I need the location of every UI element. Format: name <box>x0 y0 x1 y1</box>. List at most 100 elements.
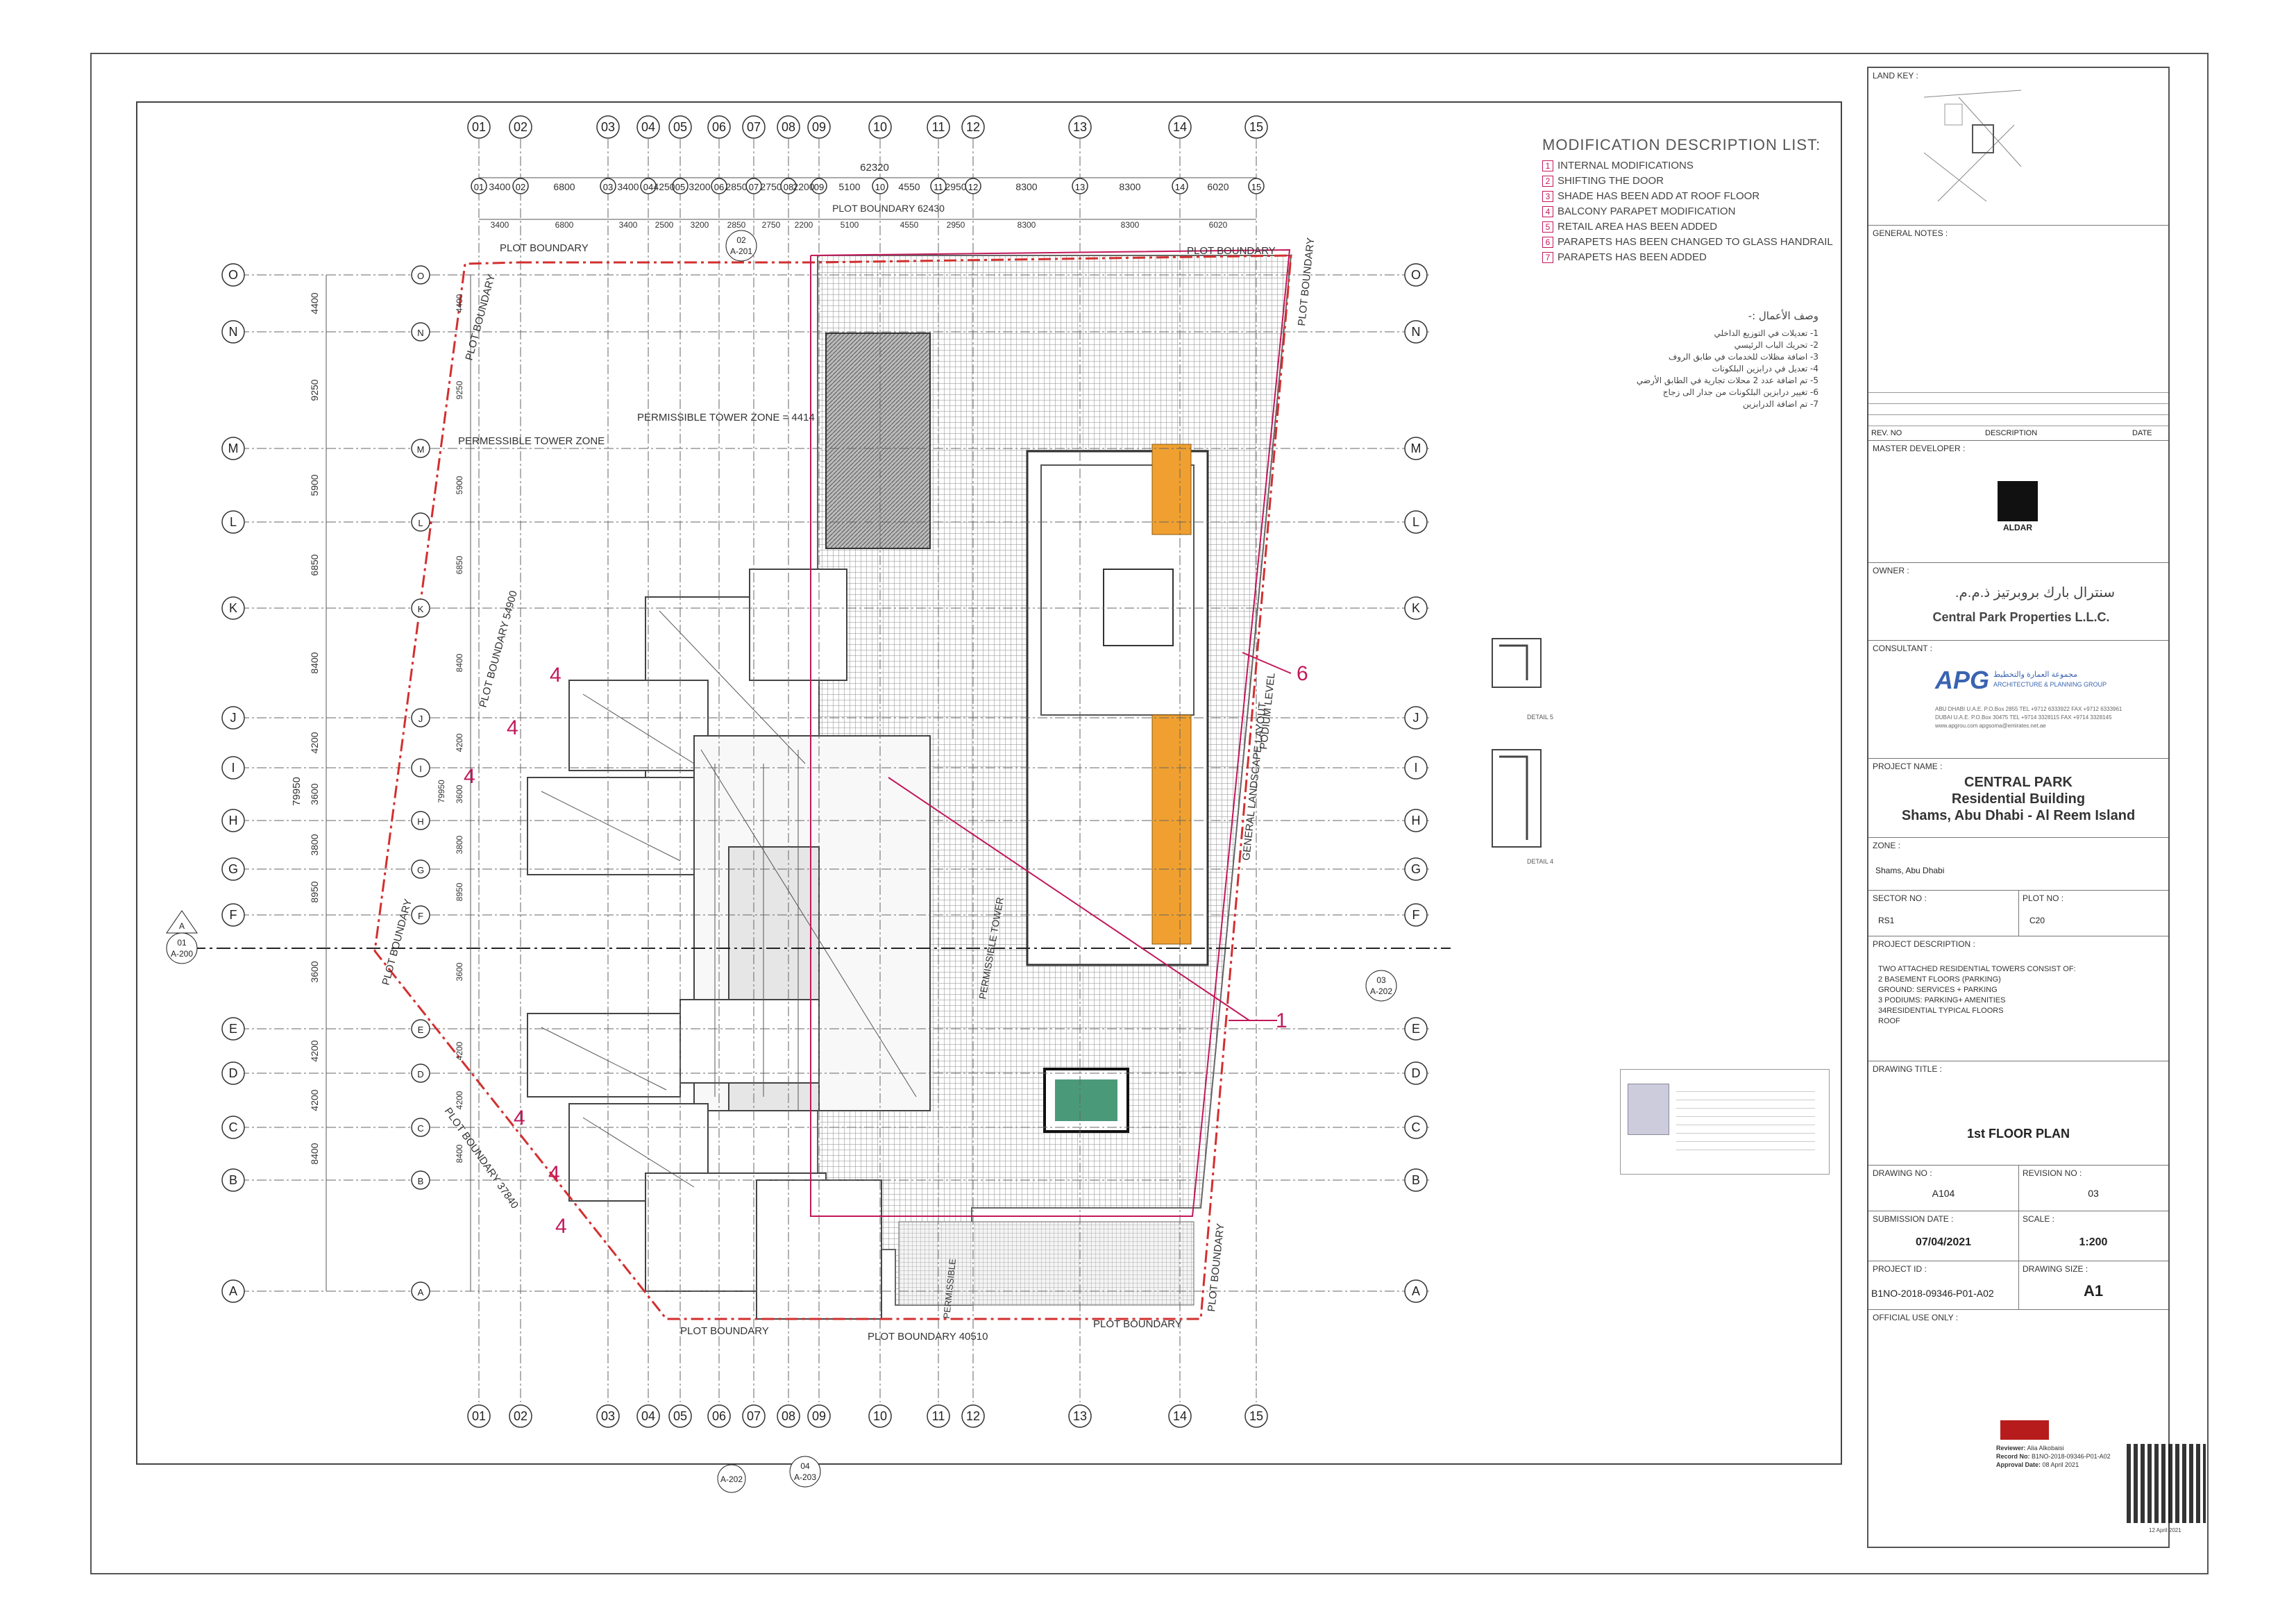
dim-left-total: 79950 <box>291 777 303 806</box>
project-id-value: B1NO-2018-09346-P01-A02 <box>1871 1288 1994 1299</box>
grid-bubble <box>742 1404 766 1428</box>
grid-bubble <box>411 758 430 777</box>
modification-text: RETAIL AREA HAS BEEN ADDED <box>1558 221 1718 233</box>
row-bubble-inner: C <box>417 1123 423 1134</box>
grid-bubble <box>467 1404 491 1428</box>
label-plot-boundary-bottom-right: PLOT BOUNDARY <box>1093 1318 1182 1330</box>
callout-4: 4 <box>514 1107 525 1129</box>
dim-left-total-inner: 79950 <box>437 780 446 803</box>
row-bubble-right: H <box>1412 814 1421 827</box>
dim-top2: 8300 <box>1121 220 1140 230</box>
modification-text: PARAPETS HAS BEEN CHANGED TO GLASS HANDR… <box>1558 236 1833 248</box>
grid-bubble <box>411 905 430 925</box>
municipality-logo-icon <box>2000 1420 2049 1440</box>
grid-bubble <box>1404 809 1428 832</box>
arabic-item: 1- تعديلات في التوزيع الداخلي <box>1714 328 1818 338</box>
callout-4: 4 <box>507 716 518 739</box>
grid-bubble <box>1248 178 1265 194</box>
grid-bubble <box>872 178 888 194</box>
col-bubble-bottom: 02 <box>514 1409 527 1423</box>
callout-4: 4 <box>550 664 562 687</box>
grid-bubble <box>1404 437 1428 460</box>
col-bubble-top: 03 <box>601 120 615 134</box>
col-bubble-bottom: 09 <box>812 1409 826 1423</box>
grid-bubble <box>596 1404 620 1428</box>
drawing-size-label: DRAWING SIZE : <box>2023 1264 2088 1274</box>
row-bubble-inner: J <box>419 714 423 724</box>
row-bubble-inner: M <box>417 444 425 455</box>
grid-bubble <box>1068 1404 1092 1428</box>
official-use-label: OFFICIAL USE ONLY : <box>1873 1313 1959 1322</box>
approval-stamp <box>1620 1069 1830 1175</box>
general-notes-cell: GENERAL NOTES : REV. NO DESCRIPTION DATE <box>1868 225 2168 440</box>
arabic-item: 6- تغيير درابزين البلكونات من جدار الى ز… <box>1662 387 1818 397</box>
grid-bubble <box>742 115 766 139</box>
grid-bubble <box>221 1017 245 1041</box>
modification-number: 3 <box>1542 191 1553 202</box>
row-bubble-right: F <box>1412 908 1420 922</box>
col-bubble-top: 04 <box>641 120 655 134</box>
col-bubble-dim: 06 <box>714 182 724 192</box>
col-bubble-dim: 04 <box>643 182 653 192</box>
grid-bubble <box>1404 857 1428 881</box>
modification-text: PARAPETS HAS BEEN ADDED <box>1558 251 1707 263</box>
row-bubble-inner: E <box>418 1025 424 1035</box>
dim-top2: 2500 <box>655 220 674 230</box>
row-bubble-inner: B <box>418 1176 424 1186</box>
apg-addr2: DUBAI U.A.E. P.O.Box 30475 TEL +9714 332… <box>1935 714 2112 721</box>
row-bubble-inner: A <box>418 1287 424 1297</box>
grid-bubble <box>411 1063 430 1083</box>
dim-top: 6020 <box>1207 181 1229 192</box>
col-bubble-bottom: 04 <box>641 1409 655 1423</box>
rev-no-label: REV. NO <box>1871 429 1902 437</box>
label-plot-boundary-right-top: PLOT BOUNDARY <box>1187 245 1276 257</box>
detail-4-label: DETAIL 4 <box>1527 858 1553 865</box>
grid-bubble <box>672 178 689 194</box>
project-id-cell: PROJECT ID : B1NO-2018-09346-P01-A02 DRA… <box>1868 1261 2168 1310</box>
project-description-label: PROJECT DESCRIPTION : <box>1873 939 1975 949</box>
grid-bubble <box>1404 1116 1428 1139</box>
grid-bubble <box>600 178 616 194</box>
col-bubble-dim: 10 <box>875 182 885 192</box>
col-bubble-dim: 05 <box>675 182 685 192</box>
dim-left-inner: 8400 <box>455 653 464 672</box>
aldar-logo-text: ALDAR <box>2003 523 2032 532</box>
project-description-line: TWO ATTACHED RESIDENTIAL TOWERS CONSIST … <box>1878 965 2076 973</box>
row-bubble-right: G <box>1411 862 1421 876</box>
row-bubble-left: B <box>229 1173 237 1187</box>
label-plot-boundary-left-top: PLOT BOUNDARY <box>463 273 498 362</box>
master-developer-cell: MASTER DEVELOPER : ALDAR <box>1868 440 2168 562</box>
arabic-item: 7- تم اضافة الدرابزين <box>1743 399 1818 409</box>
modification-number: 2 <box>1542 176 1553 187</box>
grid-bubble <box>1404 1017 1428 1041</box>
dim-left: 4400 <box>309 292 320 314</box>
col-bubble-top: 09 <box>812 120 826 134</box>
col-bubble-bottom: 06 <box>712 1409 726 1423</box>
col-bubble-bottom: 05 <box>673 1409 687 1423</box>
description-label: DESCRIPTION <box>1985 429 2038 437</box>
col-bubble-bottom: 11 <box>932 1409 945 1423</box>
grid-bubble <box>1404 1061 1428 1085</box>
grid-bubble <box>411 512 430 532</box>
section-right-num: 03 <box>1376 975 1386 985</box>
apg-logo: APG <box>1935 666 1990 694</box>
dim-left-inner: 3800 <box>455 835 464 854</box>
dim-left: 8400 <box>309 1143 320 1164</box>
arabic-item: 5- تم اضافة عدد 2 محلات تجارية في الطابق… <box>1636 376 1818 385</box>
revision-value: 03 <box>2088 1188 2099 1199</box>
submission-date-label: SUBMISSION DATE : <box>1873 1214 1954 1224</box>
grid-bubble <box>1404 320 1428 344</box>
section-left-letter: A <box>179 921 185 931</box>
modification-text: SHIFTING THE DOOR <box>1558 175 1664 187</box>
modification-number: 6 <box>1542 237 1553 248</box>
grid-bubble <box>1068 115 1092 139</box>
dim-left: 4200 <box>309 732 320 753</box>
label-plot-boundary-bottom-left: PLOT BOUNDARY <box>680 1325 769 1337</box>
grid-bubble <box>811 178 827 194</box>
grid-bubble <box>1404 756 1428 780</box>
col-bubble-bottom: 01 <box>472 1409 486 1423</box>
title-block: LAND KEY : GENERAL NOTES : REV. NO DESCR… <box>1867 67 2170 1548</box>
